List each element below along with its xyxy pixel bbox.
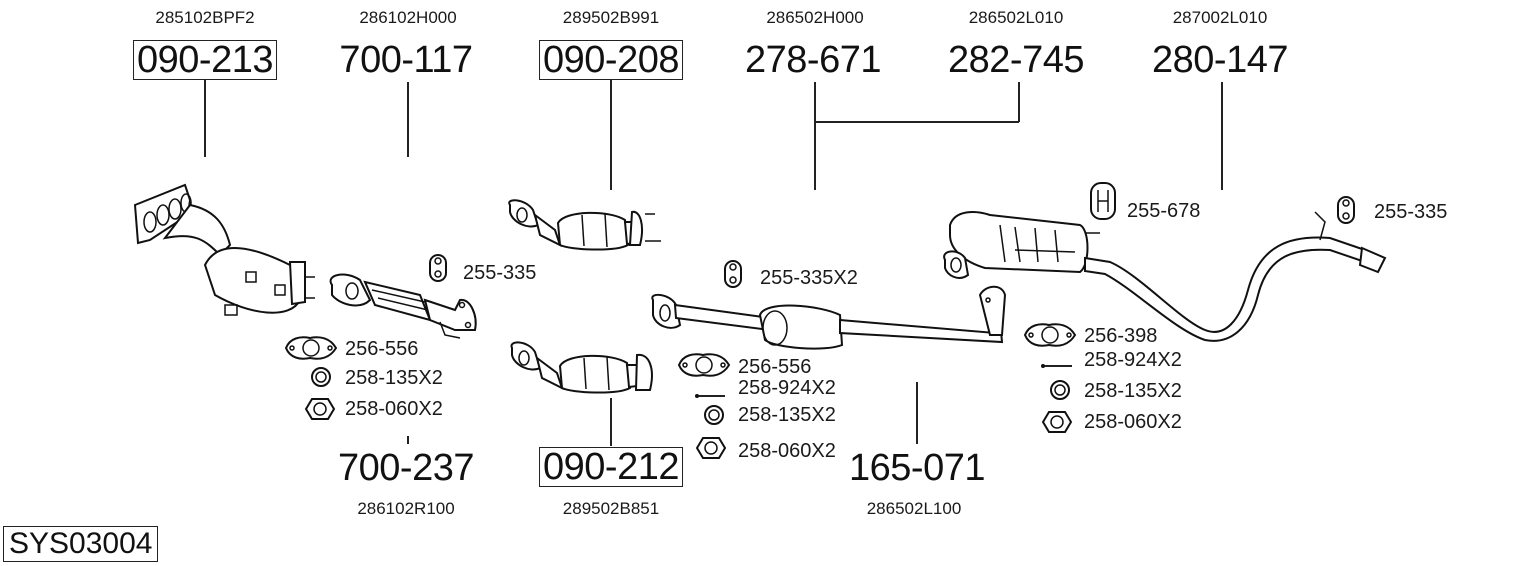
part-number-700-117[interactable]: 700-117 [339, 39, 473, 81]
rubber-hanger-icon [429, 254, 447, 282]
accessory-label[interactable]: 258-135X2 [1084, 380, 1182, 402]
accessory-label[interactable]: 258-924X2 [1084, 349, 1182, 371]
oem-number: 289502B851 [562, 499, 660, 518]
accessory-label[interactable]: 256-398 [1084, 325, 1158, 347]
part-number-280-147[interactable]: 280-147 [1152, 39, 1288, 81]
flex-pipe-drawing [329, 273, 477, 339]
oem-number: 287002L010 [1172, 8, 1268, 27]
leader-lines [204, 80, 1223, 446]
oem-number: 286502L010 [968, 8, 1064, 27]
accessory-label[interactable]: 255-335 [463, 262, 537, 284]
accessory-icons [284, 182, 1355, 459]
part-number-090-212[interactable]: 090-212 [539, 447, 683, 487]
accessory-label[interactable]: 255-678 [1127, 200, 1201, 222]
bolt-icon [695, 394, 725, 398]
ring-icon [311, 367, 331, 387]
rubber-hanger-icon [724, 260, 742, 288]
accessory-label[interactable]: 258-060X2 [738, 440, 836, 462]
rear-silencer-drawing [943, 211, 1387, 342]
accessory-label[interactable]: 258-060X2 [1084, 411, 1182, 433]
gasket-icon [1023, 323, 1077, 347]
accessory-label[interactable]: 258-135X2 [738, 404, 836, 426]
nut-icon [1041, 411, 1073, 433]
rubber-hanger-icon [1337, 196, 1355, 224]
part-number-090-213[interactable]: 090-213 [133, 40, 277, 80]
ring-icon [1050, 380, 1070, 400]
bolt-icon [1041, 364, 1072, 368]
oem-number: 285102BPF2 [155, 8, 255, 27]
accessory-label[interactable]: 256-556 [345, 338, 419, 360]
accessory-label[interactable]: 255-335 [1374, 201, 1448, 223]
h-hanger-icon [1090, 182, 1116, 220]
lower-catalytic-converter-drawing [510, 341, 653, 394]
nut-icon [304, 398, 336, 420]
part-number-090-208[interactable]: 090-208 [539, 40, 683, 80]
manifold-catalytic-converter-drawing [133, 183, 315, 316]
gasket-icon [284, 336, 338, 360]
accessory-label[interactable]: 258-060X2 [345, 398, 443, 420]
part-number-700-237[interactable]: 700-237 [338, 447, 474, 489]
accessory-label[interactable]: 258-924X2 [738, 377, 836, 399]
oem-number: 289502B991 [562, 8, 660, 27]
oem-number: 286102R100 [357, 499, 455, 518]
oem-number: 286102H000 [359, 8, 457, 27]
accessory-label[interactable]: 256-556 [738, 356, 812, 378]
middle-silencer-drawing [651, 285, 1007, 350]
ring-icon [704, 405, 724, 425]
part-number-278-671[interactable]: 278-671 [745, 39, 881, 81]
part-number-282-745[interactable]: 282-745 [948, 39, 1084, 81]
accessory-label[interactable]: 258-135X2 [345, 367, 443, 389]
upper-catalytic-converter-drawing [508, 199, 661, 251]
system-id-label: SYS03004 [3, 526, 159, 562]
accessory-label[interactable]: 255-335X2 [760, 267, 858, 289]
nut-icon [695, 437, 727, 459]
oem-number: 286502H000 [766, 8, 864, 27]
gasket-icon [677, 353, 731, 377]
part-number-165-071[interactable]: 165-071 [849, 447, 985, 489]
oem-number: 286502L100 [866, 499, 962, 518]
